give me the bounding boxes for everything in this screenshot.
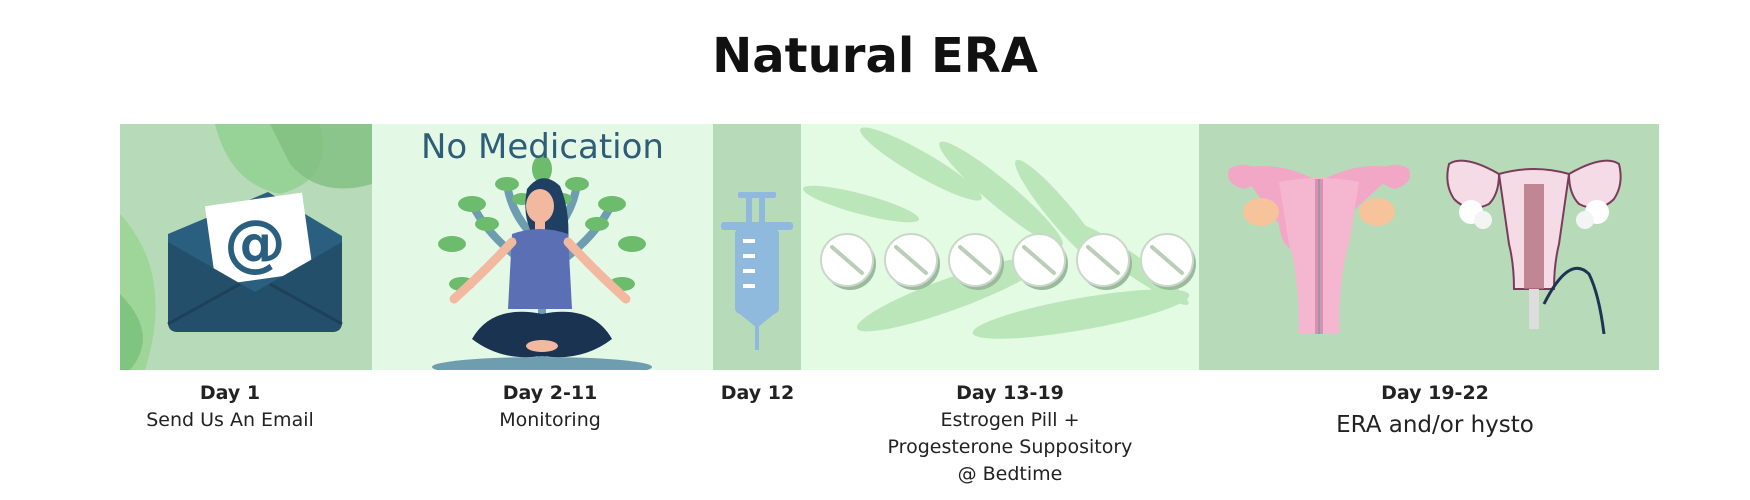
uterus-icon xyxy=(1199,124,1659,370)
panel-syringe xyxy=(713,124,801,370)
panel-uterus xyxy=(1199,124,1659,370)
pill-icon xyxy=(884,233,940,290)
panel-pills xyxy=(801,124,1199,370)
step-day-label: Day 13-19 xyxy=(956,382,1064,404)
step-day-label: Day 12 xyxy=(720,382,795,404)
pill-icon xyxy=(1012,233,1068,290)
step-day-label: Day 19-22 xyxy=(1381,382,1489,404)
pill-icon xyxy=(1140,233,1196,290)
step-day-2-11: Day 2-11 Monitoring xyxy=(440,380,660,434)
step-desc-line-1: Estrogen Pill + xyxy=(940,409,1080,431)
step-day-19-22: Day 19-22 ERA and/or hysto xyxy=(1300,380,1570,440)
pill-icon xyxy=(948,233,1004,290)
email-icon: @ xyxy=(120,124,372,370)
pill-icon xyxy=(1076,233,1132,290)
step-day-1: Day 1 Send Us An Email xyxy=(120,380,340,434)
step-day-13-19: Day 13-19 Estrogen Pill + Progesterone S… xyxy=(860,380,1160,488)
step-desc: Monitoring xyxy=(499,409,601,431)
pill-row xyxy=(820,233,1196,290)
step-desc: Send Us An Email xyxy=(146,409,314,431)
step-day-label: Day 2-11 xyxy=(502,382,598,404)
panel-email: @ xyxy=(120,124,372,370)
panel-meditation: No Medication xyxy=(372,124,713,370)
meditation-icon xyxy=(372,124,713,370)
svg-text:@: @ xyxy=(224,206,286,279)
pill-icon xyxy=(820,233,876,290)
page-title: Natural ERA xyxy=(712,28,1038,84)
step-desc: ERA and/or hysto xyxy=(1336,412,1534,438)
syringe-icon xyxy=(713,124,801,370)
no-medication-heading: No Medication xyxy=(421,127,664,167)
step-desc-line-3: @ Bedtime xyxy=(957,463,1063,485)
step-day-label: Day 1 xyxy=(199,382,261,404)
step-desc-line-2: Progesterone Suppository xyxy=(887,436,1133,458)
step-day-12: Day 12 xyxy=(700,380,815,407)
